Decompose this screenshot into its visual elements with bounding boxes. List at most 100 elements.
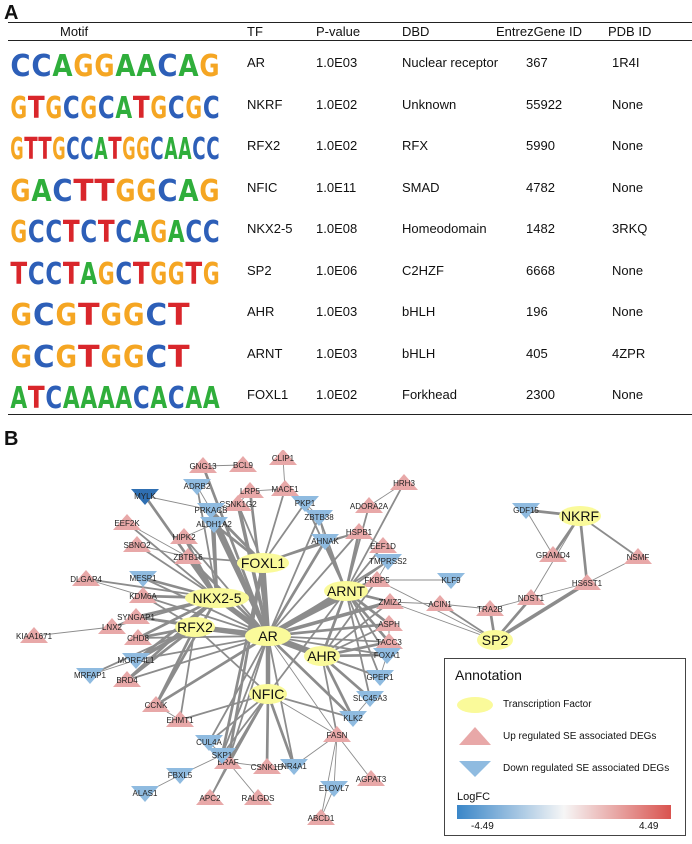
up-gene-label: ACIN1 (428, 600, 452, 609)
motif-letter: C (150, 132, 163, 165)
header-dbd: DBD (402, 24, 430, 39)
down-gene-label: ALAS1 (133, 789, 158, 798)
down-gene-label: MYLK (134, 492, 156, 501)
motif-letter: A (31, 174, 52, 207)
down-gene-label: TMPRSS2 (369, 557, 407, 566)
motif-letter: C (203, 215, 220, 248)
down-gene-label: MORF4L1 (118, 656, 155, 665)
down-gene-node (512, 503, 540, 519)
motif-letter: C (206, 132, 219, 165)
motif-letter: C (185, 215, 202, 248)
motif-letter: T (10, 257, 27, 290)
cell-entrez: 4782 (526, 179, 555, 195)
up-gene-node (624, 548, 652, 564)
tf-label: SP2 (482, 632, 509, 648)
up-gene-label: SYNGAP1 (117, 613, 155, 622)
legend-title: Annotation (455, 667, 522, 683)
up-gene-label: ABCD1 (308, 814, 335, 823)
cell-pdb: None (612, 387, 644, 402)
motif-letter: A (178, 174, 199, 207)
motif-letter: C (80, 132, 93, 165)
motif-letter: C (192, 132, 205, 165)
motif-letter: G (123, 298, 145, 331)
motif-letter: A (10, 381, 27, 414)
down-gene-label: ELOVL7 (319, 784, 350, 793)
up-gene-label: LNX2 (102, 623, 123, 632)
down-gene-label: KLF9 (441, 576, 461, 585)
legend-tf-label: Transcription Factor (503, 699, 592, 710)
edge (267, 560, 389, 637)
edge (33, 626, 113, 637)
motif-letter: C (10, 49, 30, 82)
motif-letter: A (52, 49, 73, 82)
tf-label: RFX2 (177, 619, 213, 635)
up-gene-node (142, 696, 170, 712)
up-gene-label: EEF2K (114, 519, 140, 528)
edge (345, 482, 405, 592)
up-triangle-icon (459, 727, 491, 745)
up-gene-node (363, 571, 391, 587)
cell-entrez: 367 (526, 55, 548, 70)
motif-letter: G (185, 91, 202, 124)
up-gene-label: HIPK2 (172, 533, 196, 542)
cell-dbd: bHLH (402, 345, 436, 361)
down-gene-label: ZBTB38 (304, 513, 334, 522)
table-header: Motif TF P-value DBD EntrezGene ID PDB I… (0, 22, 692, 40)
up-gene-label: CSNK1D (251, 763, 284, 772)
motif-letter: C (80, 215, 97, 248)
up-gene-node (307, 809, 335, 825)
tf-label: FOXL1 (241, 555, 286, 571)
up-gene-label: DLGAP4 (70, 575, 102, 584)
motif-letter: A (178, 132, 192, 165)
down-gene-node (122, 653, 150, 669)
up-gene-node (244, 789, 272, 805)
motif-letter: T (98, 215, 115, 248)
up-gene-node (539, 546, 567, 562)
cell-tf: NKRF (247, 96, 283, 112)
motif-letter: G (10, 174, 30, 207)
up-gene-node (224, 495, 252, 511)
tf-node (249, 684, 287, 704)
down-triangle-icon (459, 761, 491, 777)
edge (208, 635, 269, 743)
cell-dbd: C2HZF (402, 262, 444, 278)
cell-pdb: 1R4I (612, 55, 640, 70)
logfc-color-bar (457, 805, 671, 819)
up-gene-node (170, 528, 198, 544)
motif-letter: A (115, 49, 136, 82)
cell-dbd: Unknown (402, 96, 457, 112)
motif-letter: G (199, 49, 219, 82)
edge (209, 693, 269, 799)
up-gene-label: BCL9 (233, 461, 254, 470)
motif-letter: A (168, 215, 185, 248)
cell-tf: NKX2-5 (247, 221, 293, 236)
motif-letter: G (168, 257, 185, 290)
tf-node (559, 506, 601, 526)
up-gene-label: EHMT1 (166, 716, 194, 725)
motif-letter: G (52, 132, 65, 165)
motif-letter: C (33, 298, 55, 331)
cell-dbd: Forkhead (402, 387, 457, 402)
motif-letter: G (10, 132, 23, 165)
edge (320, 589, 348, 658)
down-gene-node (339, 711, 367, 727)
down-gene-label: FBXL5 (168, 771, 193, 780)
up-gene-label: TACC3 (376, 638, 402, 647)
up-gene-label: HS6ST1 (572, 579, 603, 588)
motif-letter: C (52, 174, 72, 207)
edge (266, 634, 355, 720)
up-gene-node (376, 593, 404, 609)
down-gene-node (356, 691, 384, 707)
edge (182, 535, 219, 600)
cell-dbd: bHLH (402, 304, 436, 319)
motif-letter: G (94, 49, 114, 82)
edge (179, 626, 196, 721)
down-gene-node (200, 517, 228, 533)
